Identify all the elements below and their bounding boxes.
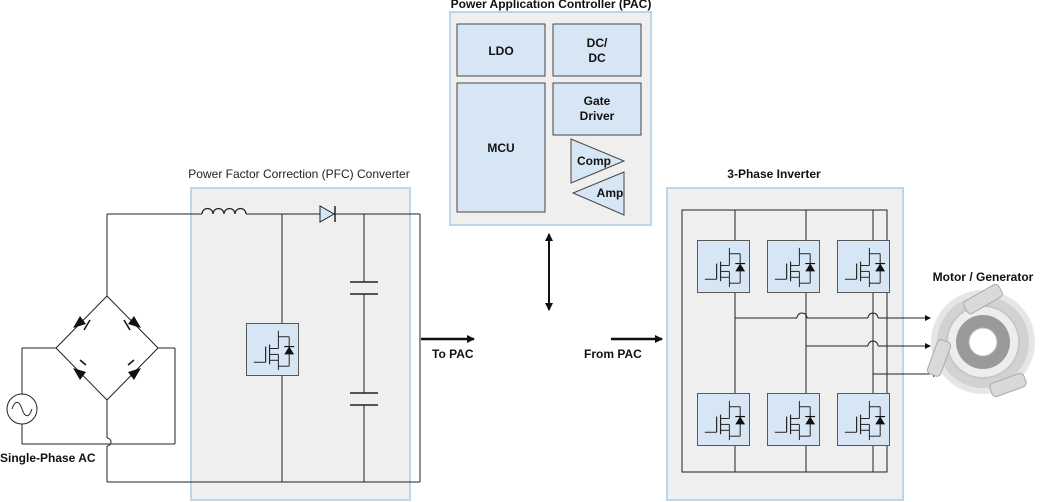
- gate-driver-line2: Driver: [580, 109, 615, 123]
- amp-label: Amp: [597, 186, 624, 200]
- pfc-diode-icon: [319, 205, 336, 223]
- pfc-panel: [190, 187, 411, 501]
- motor-icon: [926, 283, 1035, 398]
- inverter-switch-low-b: [767, 393, 820, 446]
- comp-triangle-icon: [570, 138, 626, 184]
- inverter-switch-low-a: [697, 393, 750, 446]
- dcdc-block: [552, 23, 642, 77]
- mcu-block: [456, 82, 546, 213]
- inverter-switch-high-b: [767, 240, 820, 293]
- inverter-panel: [666, 187, 904, 501]
- ldo-block: [456, 23, 546, 77]
- from-pac-label: From PAC: [584, 347, 642, 361]
- inverter-switch-low-c: [837, 393, 890, 446]
- inverter-switch-high-c: [837, 240, 890, 293]
- ac-source-icon: [6, 393, 38, 425]
- inverter-title: 3-Phase Inverter: [727, 167, 821, 181]
- gate-driver-block: [552, 82, 642, 136]
- pfc-circuit: [200, 205, 421, 483]
- motor-label: Motor / Generator: [933, 270, 1034, 284]
- inverter-switch-high-a: [697, 240, 750, 293]
- mcu-label: MCU: [487, 141, 514, 155]
- amp-triangle-icon: [571, 171, 625, 216]
- dcdc-label-line2: DC: [588, 51, 606, 65]
- pac-title: Power Application Controller (PAC): [451, 0, 652, 11]
- gate-driver-line1: Gate: [584, 94, 611, 108]
- to-pac-label: To PAC: [432, 347, 474, 361]
- dcdc-label-line1: DC/: [587, 36, 608, 50]
- pfc-title: Power Factor Correction (PFC) Converter: [188, 167, 409, 181]
- bridge-rectifier: [21, 213, 364, 483]
- pac-blocks: LDO DC/ DC MCU Gate Driver Comp Amp: [456, 23, 642, 216]
- inductor-icon: [201, 207, 247, 215]
- comp-label: Comp: [577, 154, 611, 168]
- source-label: Single-Phase AC: [0, 451, 96, 465]
- ldo-label: LDO: [488, 44, 513, 58]
- inverter-circuit: [681, 209, 939, 473]
- pfc-switch-icon: [246, 323, 299, 376]
